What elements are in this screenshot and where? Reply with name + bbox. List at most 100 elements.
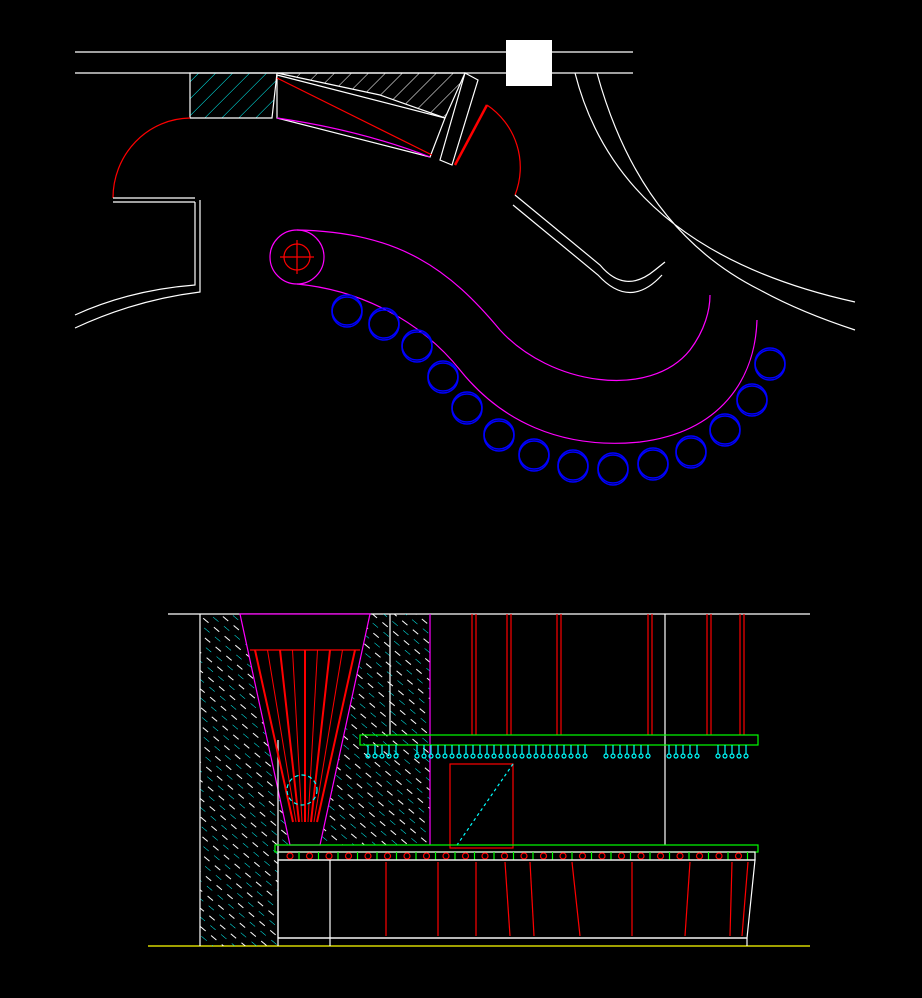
- glass-bowl: [694, 753, 700, 759]
- band-light: [364, 852, 372, 860]
- band-light: [617, 852, 626, 860]
- bar-stool-shadow: [709, 415, 741, 447]
- band-light: [734, 852, 743, 860]
- glass-bowl: [561, 753, 567, 759]
- glass-bowl: [617, 753, 623, 759]
- light-ray: [267, 649, 297, 823]
- band-light: [325, 852, 333, 860]
- band-light: [461, 852, 470, 860]
- light-ray: [254, 649, 294, 823]
- glass-bowl: [498, 753, 504, 759]
- panel-line: [729, 861, 733, 937]
- light-ray: [316, 649, 356, 823]
- glass-bowl: [715, 753, 721, 759]
- hatched-wall-cyan: [189, 72, 278, 119]
- curved-wall: [574, 72, 856, 331]
- glass-bowl: [645, 753, 651, 759]
- bar-stool: [597, 452, 629, 484]
- light-ray: [292, 649, 303, 823]
- bar-stool-shadow: [754, 349, 786, 381]
- glass-bowl: [631, 753, 637, 759]
- band-light: [520, 852, 528, 860]
- bar-stool-shadow: [451, 393, 483, 425]
- light-ray: [279, 649, 300, 823]
- bar-stool-shadow: [368, 309, 400, 341]
- glass-bowl: [505, 753, 511, 759]
- glass-bowl: [603, 753, 609, 759]
- cabinet-curve: [276, 117, 431, 158]
- glass-bowl: [610, 753, 616, 759]
- glass-bowl: [673, 753, 679, 759]
- glass-bowl: [638, 753, 644, 759]
- band-light: [637, 852, 645, 860]
- bar-stool: [368, 307, 400, 339]
- hatched-wall-white: [276, 72, 466, 119]
- bar-counter: [269, 229, 758, 444]
- bar-stool-shadow: [597, 454, 629, 486]
- band-light: [578, 852, 587, 860]
- glass-bowl: [365, 753, 371, 759]
- hanging-glasses: [365, 745, 749, 759]
- glass-bowl: [554, 753, 560, 759]
- bar-stool-shadow: [331, 296, 363, 328]
- band-light: [286, 852, 294, 860]
- band-light: [481, 852, 489, 860]
- inner-wall: [512, 194, 666, 294]
- door-frame: [439, 72, 479, 166]
- glass-bowl: [547, 753, 553, 759]
- glass-bowl: [484, 753, 490, 759]
- band-light: [305, 852, 314, 860]
- glass-bowl: [680, 753, 686, 759]
- glass-bowl: [568, 753, 574, 759]
- panel-line: [571, 861, 581, 937]
- glass-bowl: [666, 753, 672, 759]
- entry-arc: [112, 117, 191, 199]
- glass-bowl: [526, 753, 532, 759]
- back-door: [449, 763, 514, 849]
- glass-bowl: [428, 753, 434, 759]
- bar-stool: [754, 347, 786, 379]
- glass-bowl: [519, 753, 525, 759]
- column: [506, 40, 552, 86]
- glass-bowl: [379, 753, 385, 759]
- band-light: [383, 852, 392, 860]
- ceiling-pipes: [471, 614, 745, 735]
- glass-bowl: [736, 753, 742, 759]
- left-wall: [74, 197, 201, 329]
- glass-bowl: [729, 753, 735, 759]
- glass-bowl: [582, 753, 588, 759]
- glass-bowl: [463, 753, 469, 759]
- door-swing-arc: [486, 104, 521, 196]
- bar-stools: [331, 294, 786, 486]
- glass-bowl: [442, 753, 448, 759]
- elevation-view: [148, 613, 810, 947]
- counter-band-cells: [286, 852, 749, 860]
- glass-bowl: [386, 753, 392, 759]
- light-ray: [313, 649, 343, 823]
- band-light: [676, 852, 684, 860]
- glass-bowl: [533, 753, 539, 759]
- band-light: [442, 852, 450, 860]
- glass-bowl: [491, 753, 497, 759]
- band-light: [559, 852, 567, 860]
- bar-stool: [709, 413, 741, 445]
- band-light: [715, 852, 723, 860]
- bar-stool: [675, 435, 707, 467]
- glass-bowl: [421, 753, 427, 759]
- counter-front-panels: [385, 861, 749, 937]
- bar-stool: [401, 329, 433, 361]
- glass-bowl: [512, 753, 518, 759]
- light-ray: [310, 649, 331, 823]
- bar-stool: [557, 449, 589, 481]
- cabinet-diagonal: [276, 77, 433, 156]
- band-light: [695, 852, 704, 860]
- bar-stool-shadow: [518, 440, 550, 472]
- band-light: [539, 852, 548, 860]
- counter-top: [274, 844, 759, 853]
- glass-bowl: [372, 753, 378, 759]
- bar-stool-shadow: [483, 420, 515, 452]
- bar-stool-shadow: [675, 437, 707, 469]
- bar-stool-shadow: [401, 331, 433, 363]
- glass-bowl: [743, 753, 749, 759]
